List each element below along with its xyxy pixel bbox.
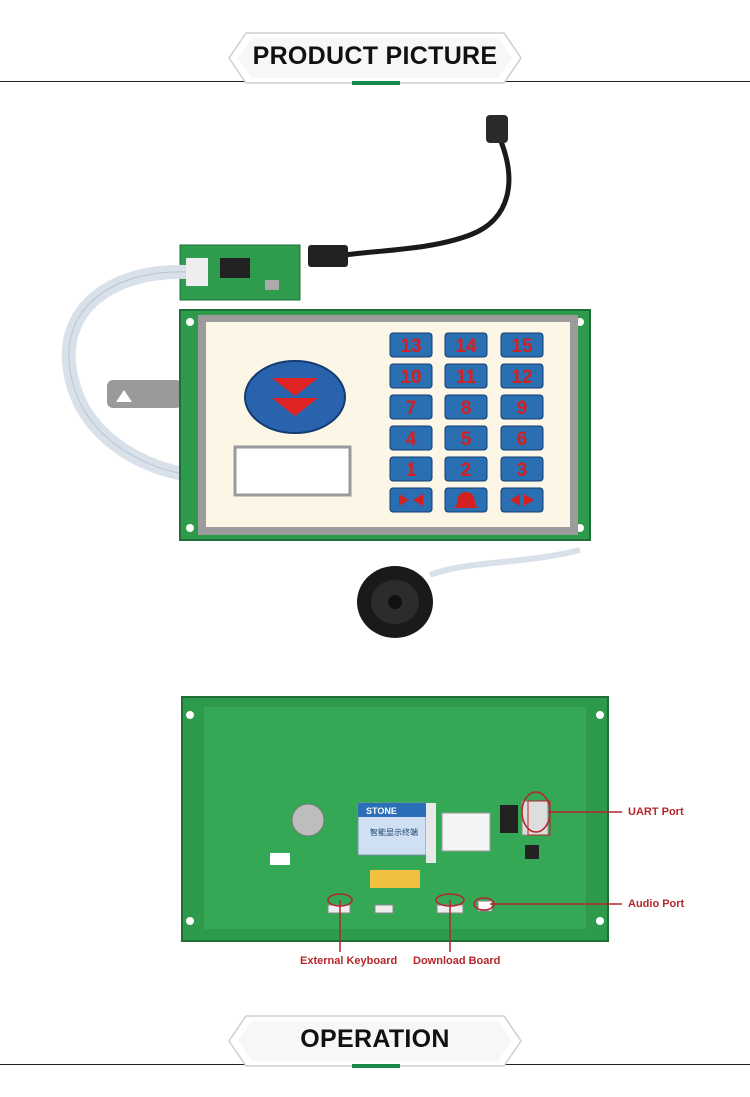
keypad-key-label: 11	[456, 367, 477, 388]
keypad-key[interactable]	[444, 332, 488, 358]
keypad-key[interactable]	[389, 425, 433, 451]
keypad-key[interactable]	[389, 456, 433, 482]
keypad-key-label: 6	[517, 429, 528, 450]
section-header-product-picture: PRODUCT PICTURE	[0, 32, 750, 102]
keypad-key-label: 14	[455, 336, 477, 357]
keypad-nav-key[interactable]	[389, 487, 433, 513]
keypad-key-label: 13	[400, 336, 421, 357]
module-brand: STONE	[366, 806, 397, 816]
keypad-key[interactable]	[500, 425, 544, 451]
keypad-key-label: 10	[400, 367, 421, 388]
keypad-key[interactable]	[500, 363, 544, 389]
module-subtitle: 智能显示终端	[370, 827, 418, 837]
keypad-key-label: 12	[511, 367, 532, 388]
keypad-key[interactable]	[444, 363, 488, 389]
keypad-key[interactable]	[389, 394, 433, 420]
keypad-key[interactable]	[389, 363, 433, 389]
keypad-key[interactable]	[444, 425, 488, 451]
keypad-key-label: 9	[517, 398, 528, 419]
keypad-key-label: 7	[406, 398, 417, 419]
header-plate	[228, 32, 522, 84]
keypad-key-label: 15	[511, 336, 533, 357]
back-view-photo: STONE 智能显示终端	[181, 696, 609, 942]
section-title: PRODUCT PICTURE	[252, 42, 498, 70]
keypad-key-label: 8	[461, 398, 472, 419]
keypad-key[interactable]	[389, 332, 433, 358]
right-left-arrows-icon	[510, 494, 534, 506]
header-accent	[352, 1064, 400, 1068]
callout-audio-port: Audio Port	[628, 898, 685, 910]
header-accent	[352, 81, 400, 85]
keypad-key-label: 4	[406, 429, 417, 450]
header-plate	[228, 1015, 522, 1067]
keypad-key-label: 3	[517, 460, 528, 481]
keypad-key[interactable]	[500, 332, 544, 358]
callout-lines	[327, 791, 622, 952]
callout-uart-port: UART Port	[628, 806, 684, 818]
keypad-key[interactable]	[500, 394, 544, 420]
keypad-key[interactable]	[500, 456, 544, 482]
callout-external-keyboard: External Keyboard	[300, 955, 398, 967]
keypad-key[interactable]	[444, 456, 488, 482]
bell-icon	[454, 492, 478, 508]
keypad-key-label: 1	[406, 460, 417, 481]
keypad-key-label: 5	[461, 429, 472, 450]
left-right-arrows-icon	[399, 494, 423, 506]
keypad-key[interactable]	[444, 394, 488, 420]
keypad-key-label: 2	[461, 460, 472, 481]
section-header-operation: OPERATION	[0, 1015, 750, 1085]
section-title: OPERATION	[300, 1025, 450, 1053]
callout-download-board: Download Board	[413, 955, 501, 967]
keypad-nav-key[interactable]	[500, 487, 544, 513]
